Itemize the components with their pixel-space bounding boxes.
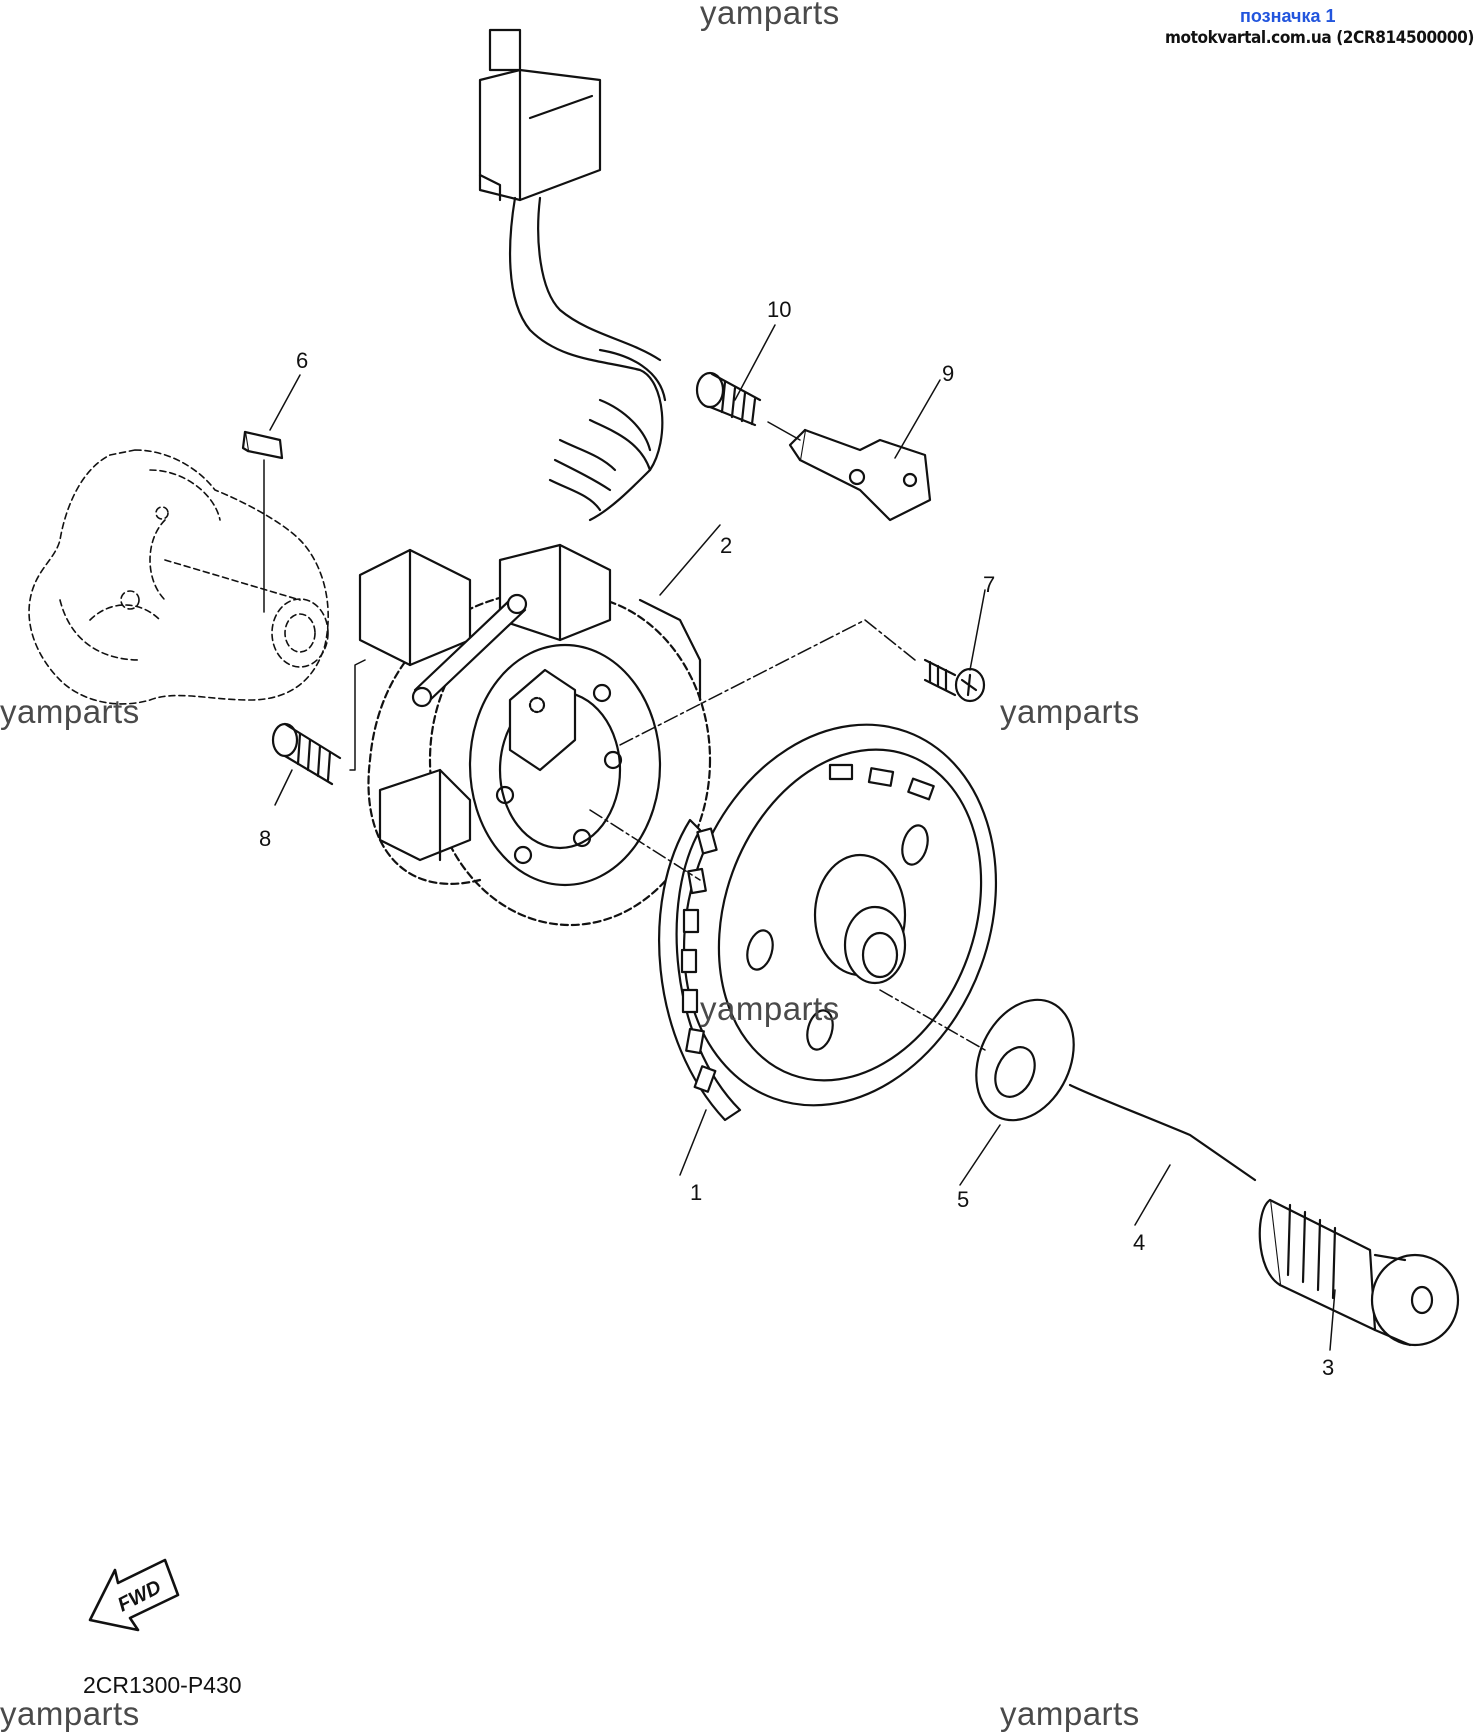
crankcase-outline [28,449,329,705]
washer [975,998,1075,1122]
callout-3: 3 [1322,1355,1334,1380]
watermark: yamparts [1000,1695,1140,1732]
stator-screw-8 [271,722,342,786]
callout-7: 7 [983,572,995,597]
callout-8: 8 [259,826,271,851]
callout-2: 2 [720,533,732,558]
wire-harness [478,28,667,522]
pin [1068,1083,1257,1182]
watermark: yamparts [0,693,140,730]
screw-7 [923,658,986,703]
watermark: yamparts [700,0,840,31]
diagram-code: 2CR1300-P430 [83,1672,242,1698]
bookmark-label: позначка 1 [1240,6,1336,26]
callout-labels: 1 2 3 4 5 6 7 8 9 10 FWD [114,297,1334,1616]
fwd-arrow-icon [88,1558,180,1632]
assembly-lines [589,809,986,1051]
woodruff-key [241,430,284,460]
stator [358,543,712,927]
screw-10 [695,371,762,427]
callout-4: 4 [1133,1230,1145,1255]
bolt [1258,1198,1460,1347]
leader-lines [269,324,1336,1351]
bracket-9 [788,428,932,522]
rotor [658,723,998,1122]
callout-10: 10 [767,297,791,322]
callout-9: 9 [942,361,954,386]
watermark: yamparts [0,1695,140,1732]
watermark: yamparts [1000,693,1140,730]
callout-1: 1 [690,1180,702,1205]
callout-5: 5 [957,1187,969,1212]
callout-6: 6 [296,348,308,373]
source-label: motokvartal.com.ua (2CR814500000) [1165,28,1474,48]
watermark: yamparts [700,990,840,1027]
